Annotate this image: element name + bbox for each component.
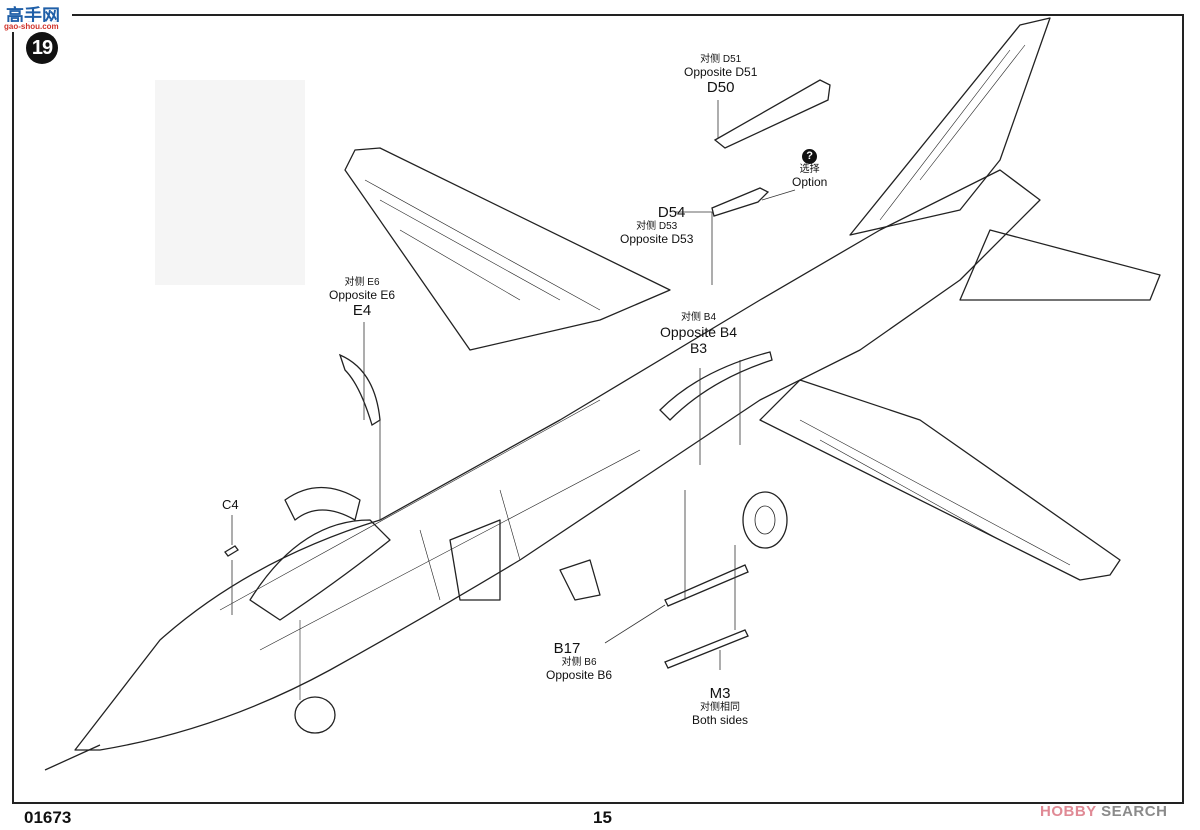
callout-part-number: B17 — [553, 640, 581, 657]
callout-en: Both sides — [692, 712, 749, 727]
callout-part-number: D50 — [706, 79, 735, 97]
leader-b17 — [604, 490, 686, 644]
air-intake — [449, 519, 501, 601]
right-wing-detail — [799, 419, 1071, 566]
watermark-brand-b: SEARCH — [1101, 803, 1168, 820]
callout-c4: C4 — [222, 497, 239, 513]
canopy — [249, 519, 391, 621]
left-wing — [344, 147, 671, 351]
callout-part-number: M3 — [709, 685, 731, 702]
fuselage-panel-lines — [219, 399, 641, 700]
callout-en: Opposite D53 — [620, 231, 694, 246]
vertical-tail — [849, 17, 1051, 236]
callout-b3: 对侧 B4 Opposite B4 B3 — [660, 312, 737, 356]
callout-d50: 对侧 D51 Opposite D51 D50 — [684, 54, 757, 97]
part-d50-fairing — [713, 79, 831, 149]
catalog-number: 01673 — [24, 808, 72, 827]
faded-background-patch — [155, 80, 305, 285]
canopy-open-hatch — [284, 486, 361, 521]
nose-probe — [44, 744, 101, 771]
callout-part-number: D54 — [657, 204, 686, 221]
leader-m3 — [719, 545, 736, 670]
callout-en: Opposite D51 — [684, 64, 758, 79]
main-wheel — [742, 491, 788, 549]
watermark-bottom-right: HOBBY SEARCH — [1040, 803, 1167, 820]
fuselage — [74, 169, 1041, 751]
callout-m3: M3 对侧相同 Both sides — [692, 685, 748, 728]
callout-option: ? 选择 Option — [792, 146, 827, 190]
leader-option — [761, 189, 796, 201]
callout-cn: 对侧 D51 — [700, 54, 742, 65]
right-wing — [759, 379, 1121, 581]
callout-cn: 对侧 E6 — [344, 277, 380, 288]
part-b3-fairing — [659, 351, 773, 421]
part-m3-rail — [664, 629, 749, 669]
watermark-logo-text: 高手网 — [6, 6, 60, 26]
watermark-brand-a: HOBBY — [1040, 803, 1097, 820]
callout-e4: 对侧 E6 Opposite E6 E4 — [329, 277, 395, 320]
callout-d54: D54 对侧 D53 Opposite D53 — [620, 204, 693, 247]
callout-part-number: E4 — [352, 302, 372, 320]
callout-cn: 对侧相同 — [700, 702, 741, 714]
ventral-fin — [559, 559, 601, 601]
callout-en: Opposite B4 — [660, 323, 738, 340]
callout-cn: 对侧 B4 — [681, 312, 717, 323]
vertical-tail-detail — [879, 44, 1026, 221]
callout-en: Option — [792, 174, 828, 189]
page-number: 15 — [593, 808, 612, 827]
callout-cn: 对侧 D53 — [636, 221, 678, 233]
callout-cn: 选择 — [799, 164, 820, 176]
step-number-badge: 19 — [26, 32, 58, 64]
leader-e4 — [363, 322, 381, 520]
leader-d54 — [676, 211, 713, 285]
left-wing-detail — [364, 179, 601, 311]
watermark-top-left: 高手网 gao-shou.com — [4, 2, 72, 32]
callout-en: Opposite E6 — [329, 287, 396, 302]
callout-en: Opposite B6 — [546, 667, 613, 682]
part-e4-panel — [338, 353, 381, 427]
leader-b3 — [699, 360, 741, 465]
callout-cn: 对侧 B6 — [561, 657, 597, 669]
page-border — [12, 14, 1184, 804]
question-icon: ? — [802, 149, 818, 164]
callout-b17: B17 对侧 B6 Opposite B6 — [546, 640, 612, 683]
part-d54-fairing — [711, 187, 770, 217]
callout-part-number: C4 — [222, 497, 239, 512]
part-b17-rail — [664, 564, 749, 607]
horizontal-stabilizer — [959, 229, 1161, 301]
callout-part-number: B3 — [689, 339, 708, 356]
watermark-url: gao-shou.com — [4, 22, 59, 31]
part-c4-antenna — [224, 545, 239, 557]
nose-wheel — [294, 696, 336, 734]
